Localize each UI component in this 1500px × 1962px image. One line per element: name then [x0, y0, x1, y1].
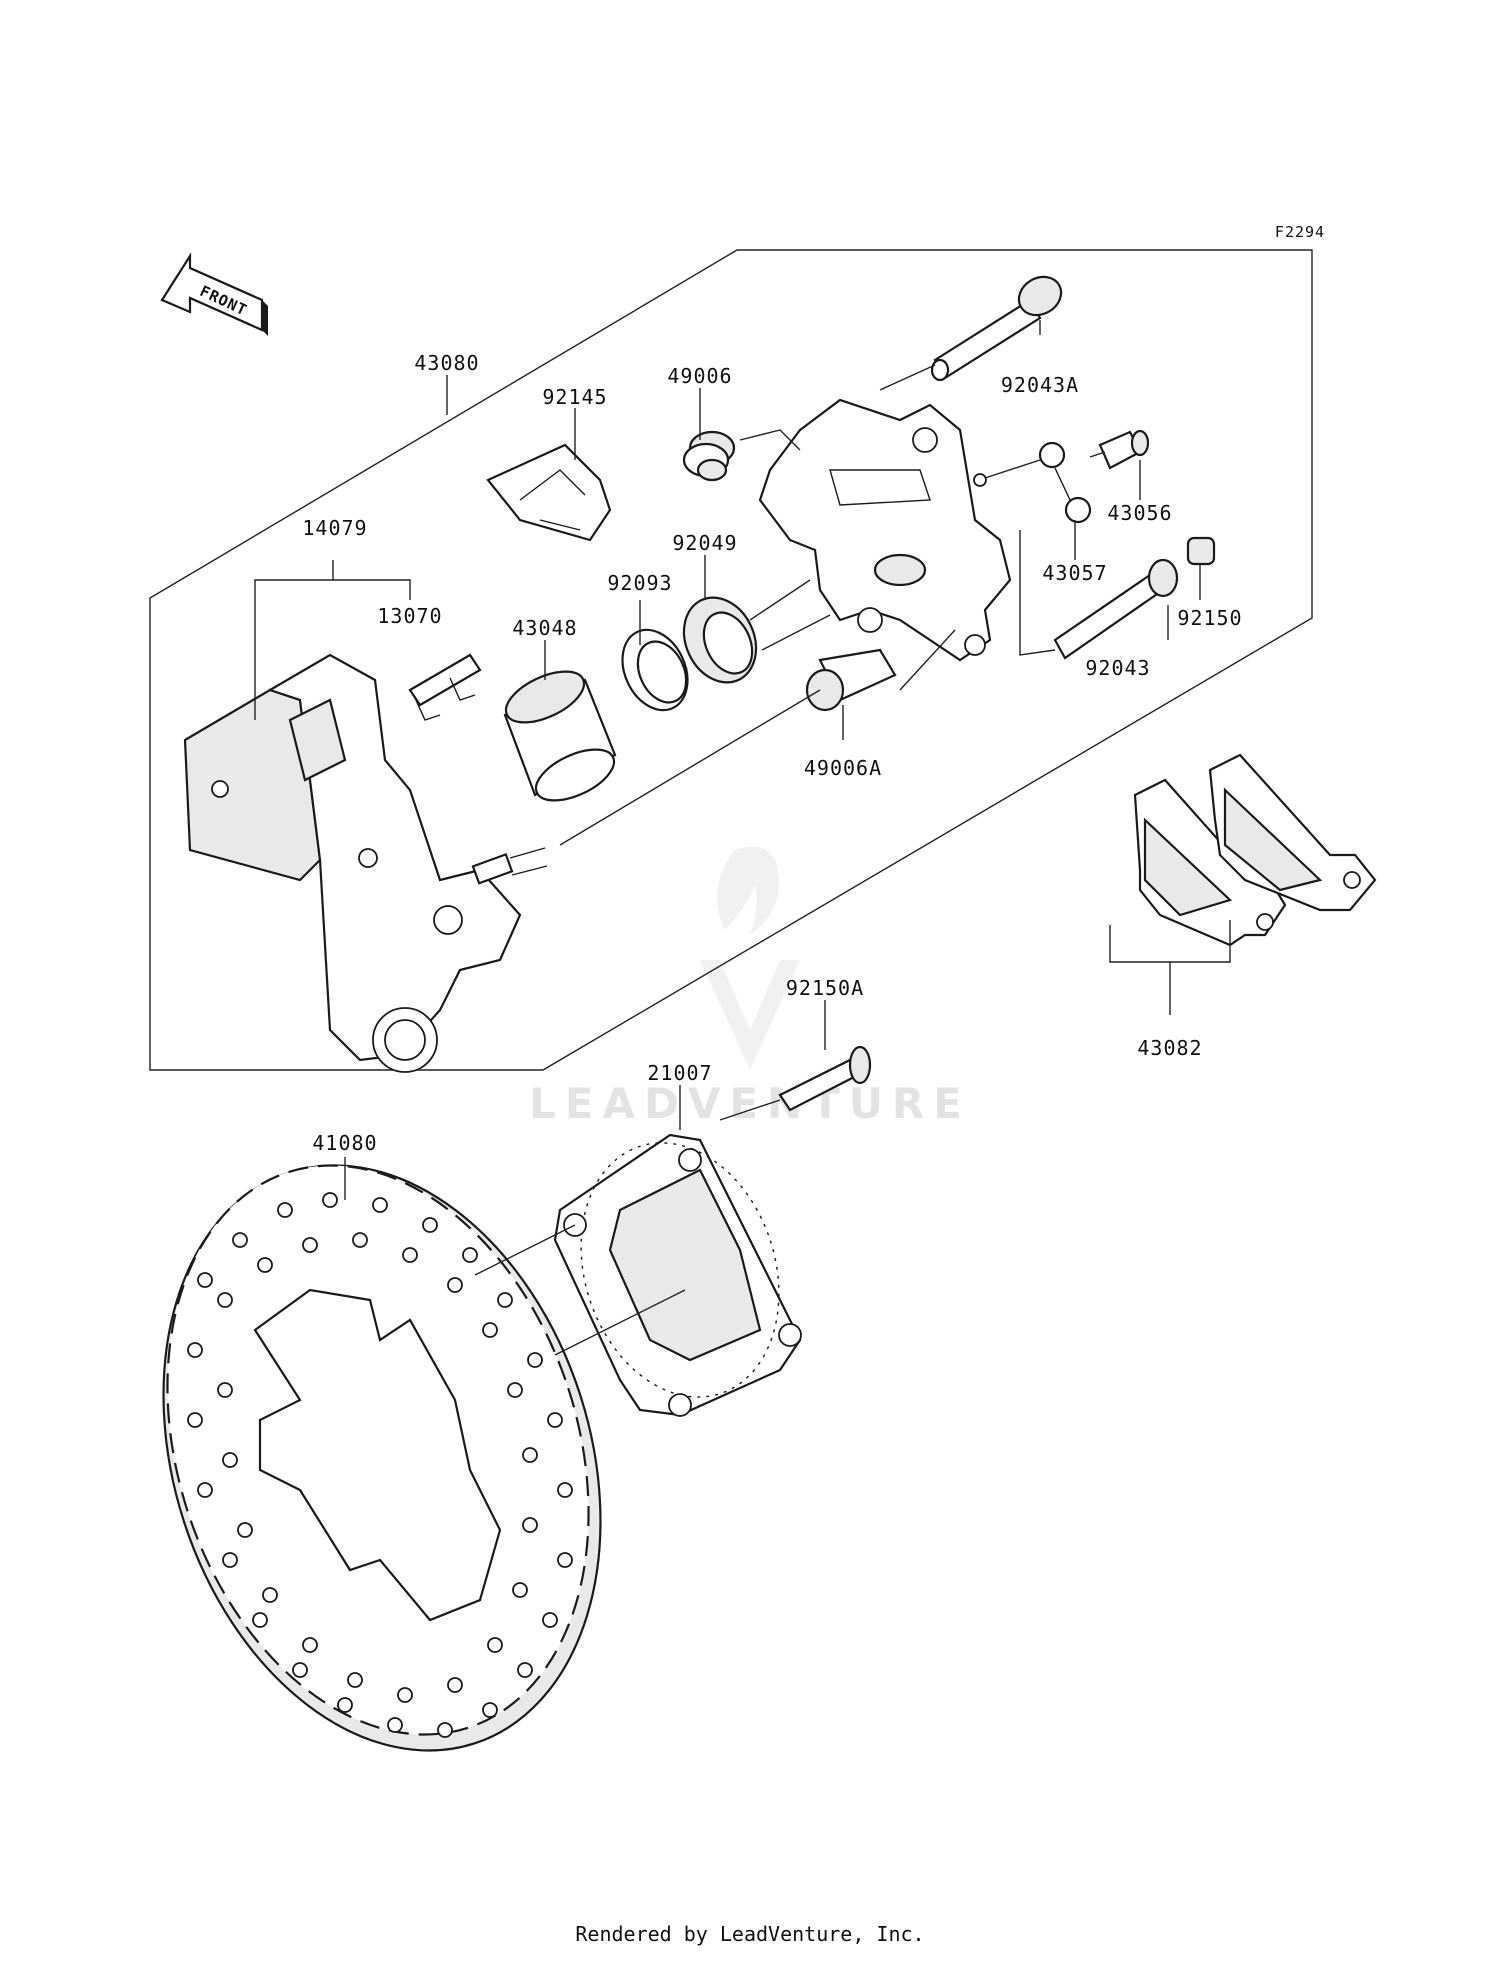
pad-retainer-part: [486, 443, 612, 542]
caliper-pin-a-part: [930, 275, 1063, 382]
watermark-text: LEADVENTURE: [529, 1079, 971, 1128]
callout-92145: 92145: [542, 385, 607, 409]
callout-92150A: 92150A: [786, 976, 864, 1000]
disc-bolt-part: [778, 1045, 872, 1112]
boot-a-part: [805, 648, 897, 712]
callout-43082: 43082: [1137, 1036, 1202, 1060]
caliper-pin-part: [1053, 558, 1179, 660]
callout-92043A: 92043A: [1001, 373, 1079, 397]
callout-43080: 43080: [414, 351, 479, 375]
callout-92049: 92049: [672, 531, 737, 555]
callout-labels: 43080 92145 49006 92043A 43056 43057 921…: [302, 351, 1242, 1155]
caliper-bracket-part: [183, 653, 548, 1073]
brake-pad-inner-part: [1133, 778, 1287, 947]
callout-43048: 43048: [512, 616, 577, 640]
brake-disc-part: [162, 1164, 602, 1752]
brake-pad-outer-part: [1208, 753, 1377, 912]
front-arrow-icon: [160, 252, 268, 336]
callout-21007: 21007: [647, 1061, 712, 1085]
footer-credit: Rendered by LeadVenture, Inc.: [575, 1922, 925, 1946]
diagram-code: F2294: [1275, 223, 1325, 241]
callout-92043: 92043: [1085, 656, 1150, 680]
piston-part: [503, 670, 617, 802]
watermark-logo: [700, 846, 800, 1070]
dust-seal-part: [682, 596, 758, 684]
callout-49006: 49006: [667, 364, 732, 388]
pad-spring-part: [408, 653, 482, 721]
callout-92093: 92093: [607, 571, 672, 595]
callout-14079: 14079: [302, 516, 367, 540]
plug-part: [1186, 536, 1216, 566]
leader-lines: [254, 320, 1231, 1356]
abs-sensor-ring-part: [553, 1133, 802, 1417]
piston-seal-part: [621, 628, 689, 712]
callout-41080: 41080: [312, 1131, 377, 1155]
callout-43056: 43056: [1107, 501, 1172, 525]
bleeder-cap-part: [1038, 441, 1092, 524]
callout-49006A: 49006A: [804, 756, 882, 780]
callout-92150: 92150: [1177, 606, 1242, 630]
caliper-assembly-outline: [149, 249, 1313, 1071]
callout-43057: 43057: [1042, 561, 1107, 585]
boot-part: [682, 430, 736, 482]
callout-13070: 13070: [377, 604, 442, 628]
bleeder-valve-part: [1098, 429, 1150, 470]
caliper-body-part: [758, 398, 1012, 662]
